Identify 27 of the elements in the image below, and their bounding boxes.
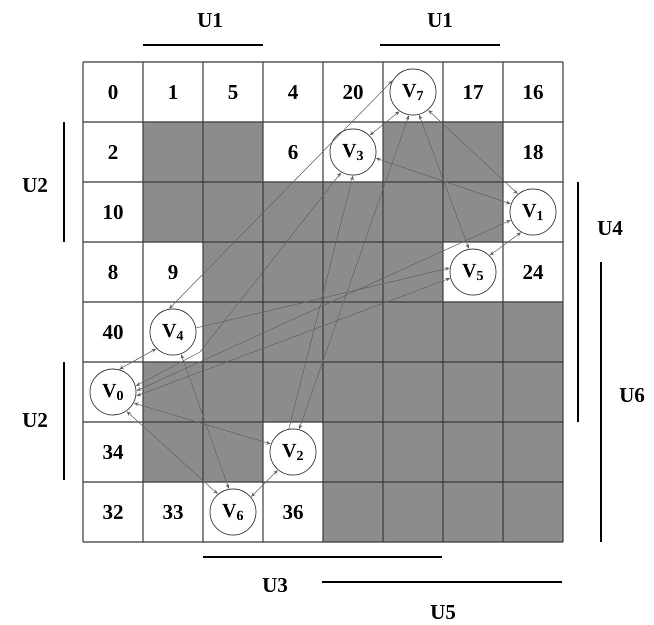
cell-number: 34 bbox=[103, 444, 124, 460]
cell-number: 0 bbox=[108, 84, 118, 100]
cell-number: 24 bbox=[523, 265, 544, 279]
cell-number: 2 bbox=[108, 145, 118, 159]
region-label: U6 bbox=[620, 388, 644, 402]
cell-number: 20 bbox=[343, 84, 363, 100]
cell-number: 36 bbox=[283, 504, 303, 520]
region-label: U2 bbox=[22, 178, 47, 192]
cell-number: 8 bbox=[108, 264, 118, 280]
region-label: U3 bbox=[262, 578, 288, 592]
cell-number: 4 bbox=[288, 85, 298, 99]
region-label: U4 bbox=[598, 221, 622, 235]
cell-number: 17 bbox=[464, 85, 483, 99]
region-label: U2 bbox=[22, 412, 47, 428]
cell-number: 1 bbox=[169, 85, 178, 99]
cell-number: 5 bbox=[228, 85, 238, 99]
cell-number: 33 bbox=[163, 504, 183, 520]
cell-number: 18 bbox=[524, 144, 543, 160]
cell-number: 16 bbox=[524, 84, 543, 100]
cell-number: 9 bbox=[168, 264, 178, 280]
cell-number: 6 bbox=[288, 144, 298, 160]
cell-number: 40 bbox=[102, 324, 123, 340]
region-label: U1 bbox=[428, 12, 452, 28]
region-label: U5 bbox=[430, 605, 456, 619]
cell-number: 10 bbox=[104, 204, 123, 220]
region-label: U1 bbox=[198, 12, 222, 28]
cell-number: 32 bbox=[103, 504, 123, 520]
